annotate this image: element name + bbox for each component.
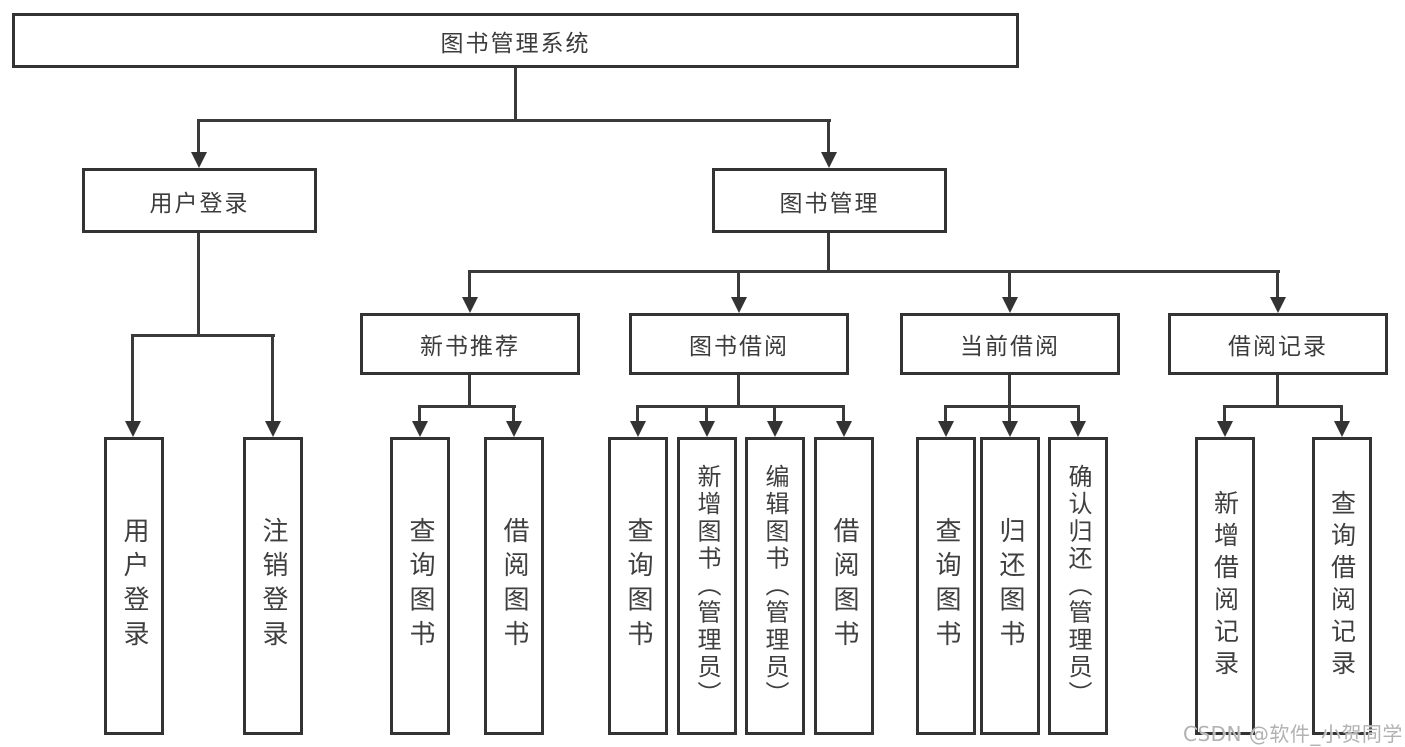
- node-label: 确认归还（管理员）: [1064, 463, 1092, 709]
- connector-line: [1008, 375, 1011, 407]
- connector-line: [271, 334, 274, 423]
- arrowhead-down-icon: [699, 421, 715, 437]
- connector-line: [468, 375, 471, 407]
- connector-line: [197, 119, 200, 155]
- node-current-confirm-return-admin: 确认归还（管理员）: [1048, 437, 1108, 735]
- arrowhead-down-icon: [506, 421, 522, 437]
- node-label: 用户登录: [119, 517, 149, 655]
- node-label: 注销登录: [258, 517, 288, 655]
- node-library-management-system: 图书管理系统: [12, 13, 1019, 68]
- node-borrowing-add-books-admin: 新增图书（管理员）: [677, 437, 737, 735]
- arrowhead-down-icon: [412, 421, 428, 437]
- node-label: 查询图书: [623, 517, 653, 655]
- connector-line: [468, 270, 471, 299]
- node-borrowing-records: 借阅记录: [1168, 313, 1388, 375]
- arrowhead-down-icon: [836, 421, 852, 437]
- node-login: 用户登录: [104, 437, 164, 735]
- node-records-add-record: 新增借阅记录: [1195, 437, 1255, 735]
- node-recommend-query-books: 查询图书: [390, 437, 450, 735]
- connector-line: [773, 405, 776, 423]
- node-label: 借阅记录: [1228, 334, 1328, 360]
- node-label: 新书推荐: [420, 334, 520, 360]
- arrowhead-down-icon: [191, 152, 207, 168]
- connector-line: [636, 405, 639, 423]
- connector-line: [1008, 405, 1011, 423]
- node-label: 图书管理: [779, 190, 880, 217]
- arrowhead-down-icon: [265, 421, 281, 437]
- connector-line: [944, 405, 1080, 408]
- arrowhead-down-icon: [767, 421, 783, 437]
- node-book-borrowing: 图书借阅: [629, 313, 849, 375]
- csdn-watermark: CSDN @软件_小贺同学: [1183, 722, 1403, 746]
- node-records-query-record: 查询借阅记录: [1312, 437, 1372, 735]
- node-borrowing-query-books: 查询图书: [608, 437, 668, 735]
- node-label: 归还图书: [995, 517, 1025, 655]
- connector-line: [944, 405, 947, 423]
- arrowhead-down-icon: [1002, 297, 1018, 313]
- arrowhead-down-icon: [1002, 421, 1018, 437]
- connector-line: [1008, 270, 1011, 299]
- node-label: 借阅图书: [829, 517, 859, 655]
- connector-line: [1077, 405, 1080, 423]
- node-label: 图书借阅: [689, 334, 789, 360]
- arrowhead-down-icon: [462, 297, 478, 313]
- connector-line: [827, 233, 830, 273]
- node-label: 查询图书: [931, 517, 961, 655]
- connector-line: [131, 334, 275, 337]
- connector-line: [1276, 375, 1279, 407]
- connector-line: [1340, 405, 1343, 423]
- connector-line: [514, 68, 517, 121]
- node-label: 新增图书（管理员）: [693, 463, 721, 709]
- arrowhead-down-icon: [938, 421, 954, 437]
- connector-line: [842, 405, 845, 423]
- connector-line: [418, 405, 421, 423]
- connector-line: [705, 405, 708, 423]
- node-borrowing-edit-books-admin: 编辑图书（管理员）: [745, 437, 805, 735]
- node-user-login: 用户登录: [82, 168, 317, 233]
- arrowhead-down-icon: [125, 421, 141, 437]
- node-label: 查询借阅记录: [1327, 490, 1357, 682]
- arrowhead-down-icon: [731, 297, 747, 313]
- connector-line: [827, 119, 830, 155]
- connector-line: [197, 119, 831, 122]
- node-current-query-books: 查询图书: [916, 437, 976, 735]
- node-recommend-borrow-books: 借阅图书: [484, 437, 544, 735]
- connector-line: [737, 375, 740, 407]
- node-current-return-books: 归还图书: [980, 437, 1040, 735]
- node-current-borrowing: 当前借阅: [900, 313, 1120, 375]
- connector-line: [468, 270, 1280, 273]
- node-borrowing-borrow-books: 借阅图书: [814, 437, 874, 735]
- arrowhead-down-icon: [1217, 421, 1233, 437]
- arrowhead-down-icon: [821, 152, 837, 168]
- connector-line: [197, 233, 200, 336]
- connector-line: [131, 334, 134, 423]
- connector-line: [1223, 405, 1343, 408]
- node-label: 当前借阅: [960, 334, 1060, 360]
- arrowhead-down-icon: [630, 421, 646, 437]
- node-label: 新增借阅记录: [1210, 490, 1240, 682]
- connector-line: [1223, 405, 1226, 423]
- node-label: 查询图书: [405, 517, 435, 655]
- node-label: 用户登录: [149, 190, 250, 217]
- connector-line: [512, 405, 515, 423]
- arrowhead-down-icon: [1070, 421, 1086, 437]
- connector-line: [636, 405, 845, 408]
- arrowhead-down-icon: [1270, 297, 1286, 313]
- arrowhead-down-icon: [1334, 421, 1350, 437]
- node-label: 编辑图书（管理员）: [761, 463, 789, 709]
- node-label: 借阅图书: [499, 517, 529, 655]
- connector-line: [737, 270, 740, 299]
- connector-line: [418, 405, 516, 408]
- node-label: 图书管理系统: [440, 30, 591, 57]
- node-logout: 注销登录: [243, 437, 303, 735]
- connector-line: [1276, 270, 1279, 299]
- node-new-book-recommend: 新书推荐: [360, 313, 580, 375]
- node-book-management: 图书管理: [712, 168, 947, 233]
